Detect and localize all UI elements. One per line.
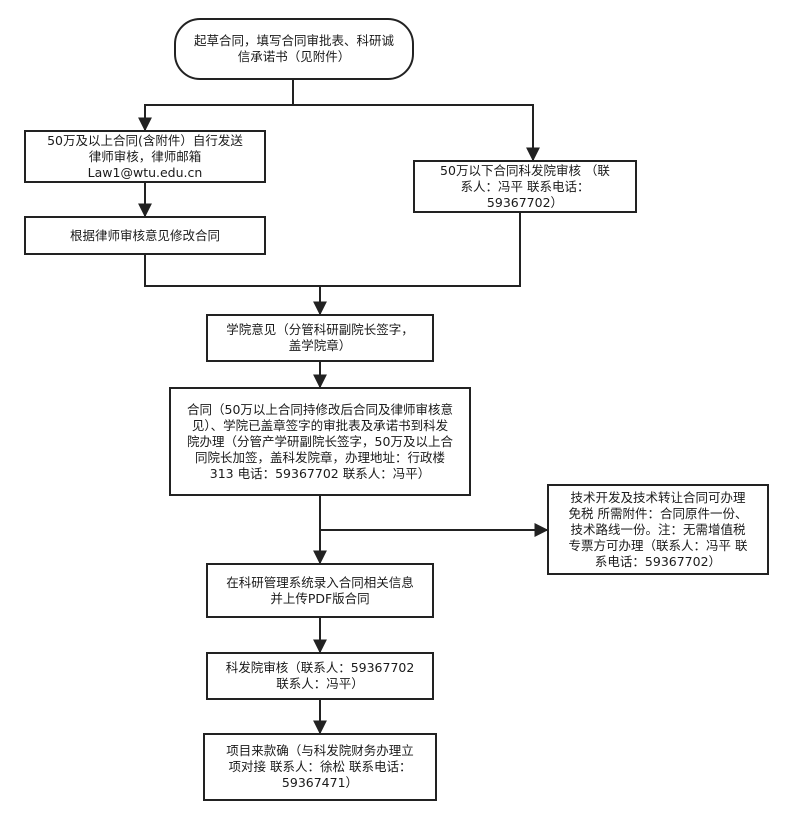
lawyer-review-text: 50万及以上合同(含附件）自行发送 律师审核，律师邮箱 Law1@wtu.edu… bbox=[47, 132, 243, 180]
modify-contract-node: 根据律师审核意见修改合同 bbox=[24, 216, 266, 255]
upload-system-text: 在科研管理系统录入合同相关信息 并上传PDF版合同 bbox=[226, 574, 414, 606]
submit-contract-node: 合同（50万以上合同持修改后合同及律师审核意 见）、学院已盖章签字的审批表及承诺… bbox=[169, 387, 471, 496]
confirm-funds-text: 项目来款确（与科发院财务办理立 项对接 联系人：徐松 联系电话： 5936747… bbox=[226, 743, 414, 790]
start-node: 起草合同，填写合同审批表、科研诚 信承诺书（见附件） bbox=[174, 18, 414, 80]
lawyer-review-node: 50万及以上合同(含附件）自行发送 律师审核，律师邮箱 Law1@wtu.edu… bbox=[24, 130, 266, 183]
below-50w-node: 50万以下合同科发院审核 （联 系人：冯平 联系电话： 59367702） bbox=[413, 160, 637, 213]
confirm-funds-node: 项目来款确（与科发院财务办理立 项对接 联系人：徐松 联系电话： 5936747… bbox=[203, 733, 437, 801]
review-text: 科发院审核（联系人：59367702 联系人：冯平） bbox=[225, 660, 415, 691]
review-node: 科发院审核（联系人：59367702 联系人：冯平） bbox=[206, 652, 434, 700]
college-opinion-node: 学院意见（分管科研副院长签字， 盖学院章） bbox=[206, 314, 434, 362]
tax-exempt-node: 技术开发及技术转让合同可办理 免税 所需附件：合同原件一份、 技术路线一份。注：… bbox=[547, 484, 769, 575]
submit-contract-text: 合同（50万以上合同持修改后合同及律师审核意 见）、学院已盖章签字的审批表及承诺… bbox=[187, 401, 453, 481]
start-node-text: 起草合同，填写合同审批表、科研诚 信承诺书（见附件） bbox=[193, 33, 394, 64]
modify-contract-text: 根据律师审核意见修改合同 bbox=[69, 227, 220, 243]
upload-system-node: 在科研管理系统录入合同相关信息 并上传PDF版合同 bbox=[206, 563, 434, 618]
edge-start-to-branches bbox=[138, 80, 294, 132]
edge-modify-merge bbox=[144, 255, 320, 287]
tax-exempt-text: 技术开发及技术转让合同可办理 免税 所需附件：合同原件一份、 技术路线一份。注：… bbox=[568, 489, 748, 569]
edge-start-to-below-50w bbox=[293, 104, 540, 162]
below-50w-text: 50万以下合同科发院审核 （联 系人：冯平 联系电话： 59367702） bbox=[440, 162, 610, 210]
edge-below-50w-merge bbox=[320, 213, 521, 287]
college-opinion-text: 学院意见（分管科研副院长签字， 盖学院章） bbox=[226, 322, 414, 353]
